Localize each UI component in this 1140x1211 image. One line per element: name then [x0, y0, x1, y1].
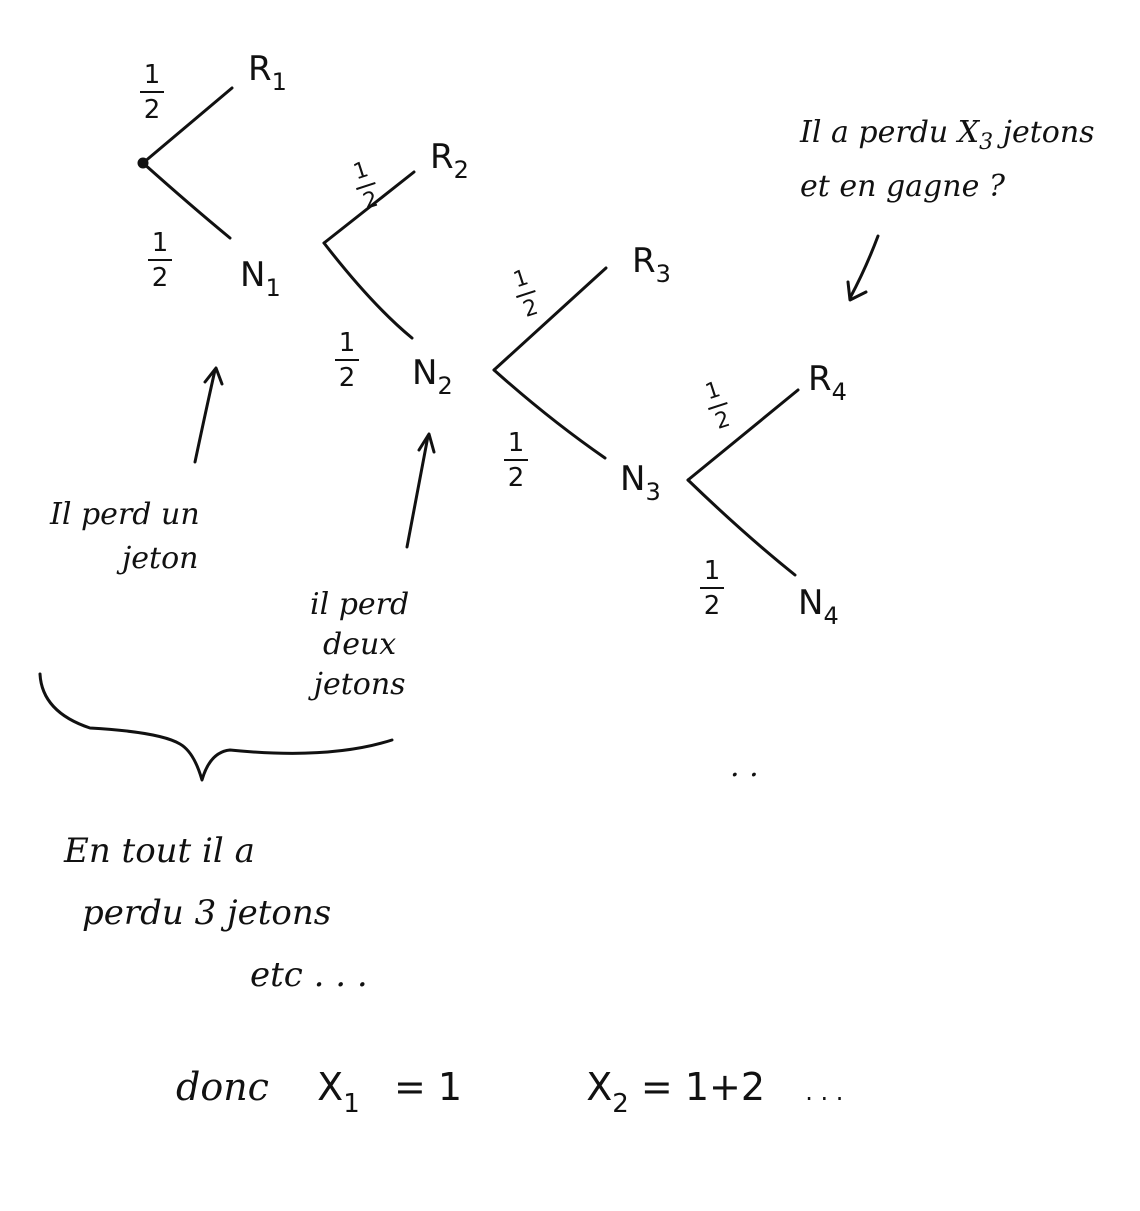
note-lost-x3-tokens: Il a perdu X3 jetons et en gagne ? [800, 118, 1095, 202]
branch-n2-to-r3 [492, 266, 608, 372]
prob-numerator: 1 [338, 328, 356, 358]
prob-numerator: 1 [703, 556, 721, 586]
equation-x1-variable: X [317, 1065, 344, 1109]
prob-denominator: 2 [703, 591, 721, 621]
equation-x2-continuation: . . . [805, 1078, 844, 1106]
node-index: 3 [645, 478, 661, 506]
node-index: 4 [823, 602, 839, 630]
node-index: 2 [437, 372, 453, 400]
summary-line: perdu 3 jetons [82, 893, 332, 933]
note-line: Il perd un [50, 497, 200, 532]
arrow-to-n2-shaft [405, 434, 430, 549]
note-index: 3 [979, 130, 994, 155]
node-letter: R [248, 49, 272, 89]
tree-node-r1: R1 [248, 52, 287, 94]
tree-node-r3: R3 [632, 244, 671, 286]
tree-node-r4: R4 [808, 362, 847, 404]
arrow-from-note-shaft [848, 234, 880, 300]
note-line: il perd [310, 587, 410, 622]
prob-denominator: 2 [712, 406, 734, 435]
equation-line: donc X1 = 1 X2 = 1+2 . . . [176, 1068, 843, 1117]
arrow-to-n2-head [417, 432, 436, 454]
equation-x1-index: 1 [343, 1089, 360, 1119]
note-line: jetons [993, 115, 1095, 150]
prob-denominator: 2 [507, 463, 525, 493]
note-loses-one-token: Il perd un jeton [50, 500, 200, 574]
prob-numerator: 1 [510, 265, 532, 294]
arrow-from-note-head [846, 280, 868, 302]
node-letter: R [632, 241, 656, 281]
node-letter: N [620, 459, 646, 499]
branch-n1-to-n2 [322, 241, 414, 340]
equation-x2-value: = 1+2 [640, 1065, 766, 1109]
note-line: deux [323, 627, 397, 662]
tree-node-r2: R2 [430, 140, 469, 182]
branch-n1-to-r2 [322, 170, 416, 245]
note-line: Il a perdu X [800, 115, 980, 150]
equation-x1-value: = 1 [393, 1065, 463, 1109]
node-index: 2 [453, 156, 469, 184]
prob-denominator: 2 [151, 263, 169, 293]
prob-numerator: 1 [507, 428, 525, 458]
node-letter: N [412, 353, 438, 393]
note-loses-two-tokens: il perd deux jetons [310, 590, 409, 700]
node-index: 3 [655, 260, 671, 288]
tree-node-n1: N1 [240, 258, 281, 300]
node-index: 1 [265, 274, 281, 302]
prob-denominator: 2 [338, 363, 356, 393]
branch-root-to-r1 [141, 86, 234, 165]
summary-line: En tout il a [64, 831, 255, 871]
tree-node-n4: N4 [798, 586, 839, 628]
node-letter: R [808, 359, 832, 399]
node-letter: N [240, 255, 266, 295]
branch-root-to-n1 [141, 161, 232, 240]
tree-node-n2: N2 [412, 356, 453, 398]
prob-numerator: 1 [143, 60, 161, 90]
node-index: 4 [831, 378, 847, 406]
note-line: jetons [313, 667, 406, 702]
note-line: jeton [122, 541, 199, 576]
node-index: 1 [271, 68, 287, 96]
equation-prefix: donc [176, 1065, 269, 1109]
note-line: et en gagne ? [800, 169, 1005, 204]
prob-denominator: 2 [143, 95, 161, 125]
stray-dots: . . [730, 749, 759, 784]
prob-denominator: 2 [360, 186, 382, 215]
branch-n2-to-n3 [492, 368, 607, 460]
summary-note: En tout il a perdu 3 jetons etc . . . [64, 834, 368, 992]
prob-numerator: 1 [350, 157, 372, 186]
equation-x2-index: 2 [612, 1089, 629, 1119]
prob-denominator: 2 [520, 294, 542, 323]
prob-numerator: 1 [151, 228, 169, 258]
summary-line: etc . . . [250, 955, 368, 995]
equation-x2-variable: X [586, 1065, 613, 1109]
branch-n3-to-n4 [686, 478, 797, 577]
prob-numerator: 1 [702, 377, 724, 406]
branch-n3-to-r4 [686, 388, 800, 482]
node-letter: R [430, 137, 454, 177]
summary-brace [38, 672, 394, 782]
arrow-to-n1-head [203, 366, 224, 386]
tree-node-n3: N3 [620, 462, 661, 504]
node-letter: N [798, 583, 824, 623]
arrow-to-n1-shaft [193, 368, 217, 464]
